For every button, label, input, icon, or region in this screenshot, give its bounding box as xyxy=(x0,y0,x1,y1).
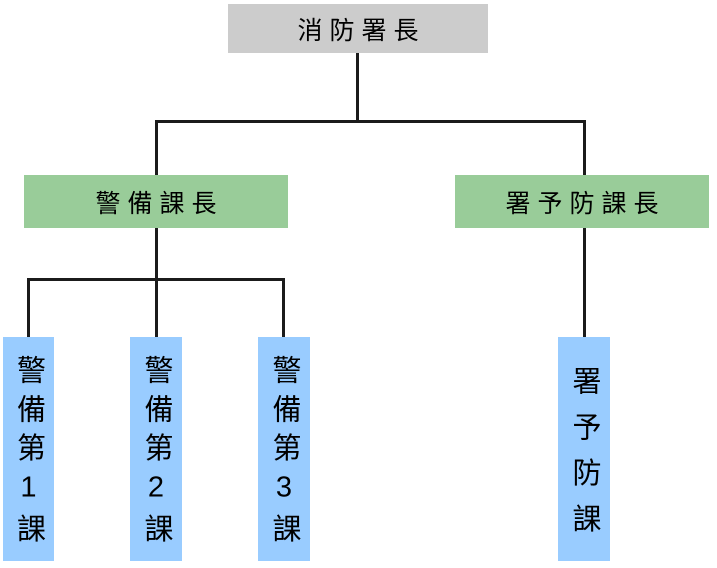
org-node-prevention-section: 署予防課 xyxy=(558,337,610,561)
connector-tier1-right-vertical xyxy=(583,120,586,175)
connector-security-left-vertical xyxy=(27,278,30,337)
connector-prevention-vertical xyxy=(583,228,586,337)
org-node-security-division-chief: 警備課長 xyxy=(24,175,288,228)
org-node-security-section-3: 警備第3課 xyxy=(258,337,310,561)
node-label: 消防署長 xyxy=(297,16,426,45)
connector-security-right-vertical xyxy=(282,278,285,337)
connector-security-horizontal xyxy=(27,278,285,281)
connector-tier1-left-vertical xyxy=(155,120,158,175)
org-node-fire-station-chief: 消防署長 xyxy=(228,4,488,53)
node-label: 警備第2課 xyxy=(140,355,172,553)
org-node-security-section-2: 警備第2課 xyxy=(130,337,182,561)
connector-root-vertical xyxy=(356,53,359,123)
org-node-prevention-division-chief: 署予防課長 xyxy=(455,175,709,228)
node-label: 署予防課長 xyxy=(505,189,666,218)
node-label: 警備第3課 xyxy=(268,355,300,553)
connector-security-middle-vertical xyxy=(155,228,158,337)
node-label: 警備課長 xyxy=(95,189,224,218)
node-label: 署予防課 xyxy=(568,365,600,550)
node-label: 警備第1課 xyxy=(12,355,45,553)
connector-tier1-horizontal xyxy=(155,120,586,123)
org-node-security-section-1: 警備第1課 xyxy=(3,337,54,561)
